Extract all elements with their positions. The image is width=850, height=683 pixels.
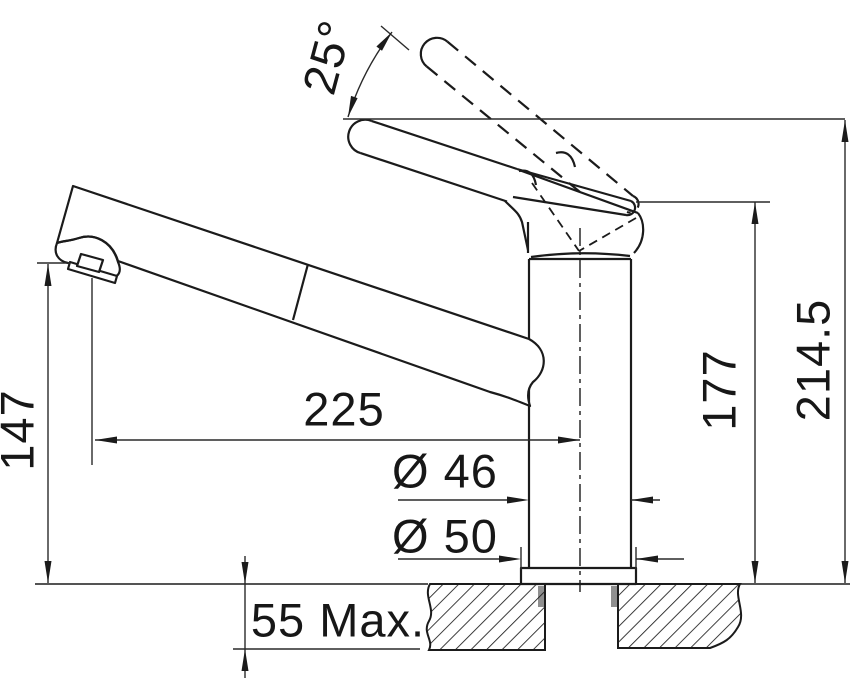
dimension-arrowheads: [44, 32, 849, 671]
dim-label-max-counter-thickness: 55 Max.: [250, 593, 426, 647]
aerator: [75, 252, 105, 274]
dim-label-overall-height: 214.5: [786, 298, 840, 422]
gasket-right: [611, 586, 618, 607]
dim-label-outlet-height: 147: [0, 389, 44, 471]
dim-label-body-height: 177: [692, 349, 746, 431]
handle-horizontal: [347, 118, 637, 217]
dim-label-spout-reach: 225: [303, 382, 385, 436]
counter-block-right: [617, 583, 743, 649]
countertop-cross-section: [35, 583, 850, 651]
spout-joint-line: [291, 263, 310, 321]
riser-cylinder: [527, 257, 633, 568]
dim-label-base-diameter: Ø 50: [392, 509, 498, 563]
base-flange: [519, 566, 638, 586]
faucet-body: [54, 36, 645, 592]
tick-25deg: [380, 25, 410, 51]
dimension-lines: [37, 25, 846, 678]
spray-head: [54, 235, 121, 285]
dim-label-body-diameter: Ø 46: [392, 444, 498, 498]
hidden-edges: [531, 182, 637, 252]
counter-block-left: [425, 583, 546, 651]
handle-raised-dashed: [419, 36, 640, 214]
